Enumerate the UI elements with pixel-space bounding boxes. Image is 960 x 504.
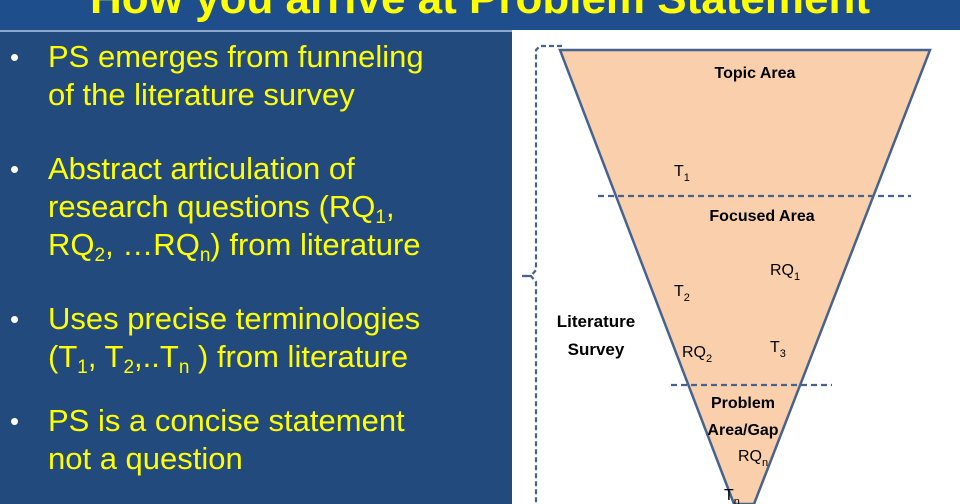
term-rqn: RQn [738, 448, 768, 469]
bullet-line: (T1, T2,..Tn ) from literature [48, 338, 508, 378]
term-tn: Tn [724, 487, 740, 504]
bullet-segment: ) from literature [189, 339, 409, 374]
bullet-segment: (T [48, 339, 78, 374]
bullet-dot: • [10, 154, 20, 184]
bullet-dot: • [10, 304, 20, 334]
bullet-segment: PS emerges from funneling [48, 39, 424, 74]
bullet-line: research questions (RQ1, [48, 188, 508, 228]
bracket-lower [522, 274, 538, 504]
bullet-segment: ,..T [134, 339, 179, 374]
bullet-text: Uses precise terminologies(T1, T2,..Tn )… [48, 300, 508, 378]
bullet-line: PS emerges from funneling [48, 38, 508, 76]
bullet-segment: PS is a concise statement [48, 403, 405, 438]
bullet-line: of the literature survey [48, 76, 508, 114]
bullet-segment: not a question [48, 441, 243, 476]
bullet-subscript: 1 [375, 207, 386, 228]
funnel-diagram: Literature Survey Topic Area Focused Are… [522, 44, 932, 504]
bullet-subscript: n [199, 245, 211, 266]
bullet-segment: ) from literature [210, 227, 421, 262]
bullet-segment: , T [87, 339, 124, 374]
slide-title: How you arrive at Problem Statement [0, 0, 960, 24]
problem-area-label-line2: Area/Gap [707, 422, 778, 439]
bullet-subscript: 1 [77, 357, 88, 378]
term-rq2: RQ2 [682, 344, 712, 365]
bullet-dot: • [10, 42, 20, 72]
literature-survey-label-line2: Survey [568, 340, 625, 359]
bullet-segment: , …RQ [105, 227, 200, 262]
bullet-segment: RQ [48, 227, 95, 262]
bullet-line: PS is a concise statement [48, 402, 508, 440]
funnel-diagram-panel: Literature Survey Topic Area Focused Are… [512, 30, 960, 504]
bullet-segment: research questions (RQ [48, 189, 376, 224]
literature-survey-label-line1: Literature [557, 312, 635, 331]
term-t3: T3 [770, 339, 786, 360]
bullet-dot: • [10, 406, 20, 436]
title-band: How you arrive at Problem Statement [0, 0, 960, 30]
bullet-subscript: 2 [94, 245, 106, 266]
bullet-segment: of the literature survey [48, 77, 355, 112]
bullet-segment: Uses precise terminologies [48, 301, 421, 336]
bullet-line: not a question [48, 440, 508, 478]
bracket-upper [522, 44, 562, 278]
bullet-line: Uses precise terminologies [48, 300, 508, 338]
bullet-line: Abstract articulation of [48, 150, 508, 188]
bullet-segment: , [385, 189, 395, 224]
term-t2: T2 [674, 283, 690, 304]
bullet-subscript: n [178, 357, 190, 378]
focused-area-label: Focused Area [709, 208, 814, 225]
bullet-segment: Abstract articulation of [48, 151, 355, 186]
bullet-subscript: 2 [123, 357, 135, 378]
term-rq1: RQ1 [770, 262, 800, 283]
funnel-shape [558, 48, 932, 504]
problem-area-label-line1: Problem [711, 395, 775, 412]
bullet-line: RQ2, …RQn) from literature [48, 226, 508, 266]
term-t1: T1 [674, 163, 690, 184]
topic-area-label: Topic Area [715, 65, 796, 82]
